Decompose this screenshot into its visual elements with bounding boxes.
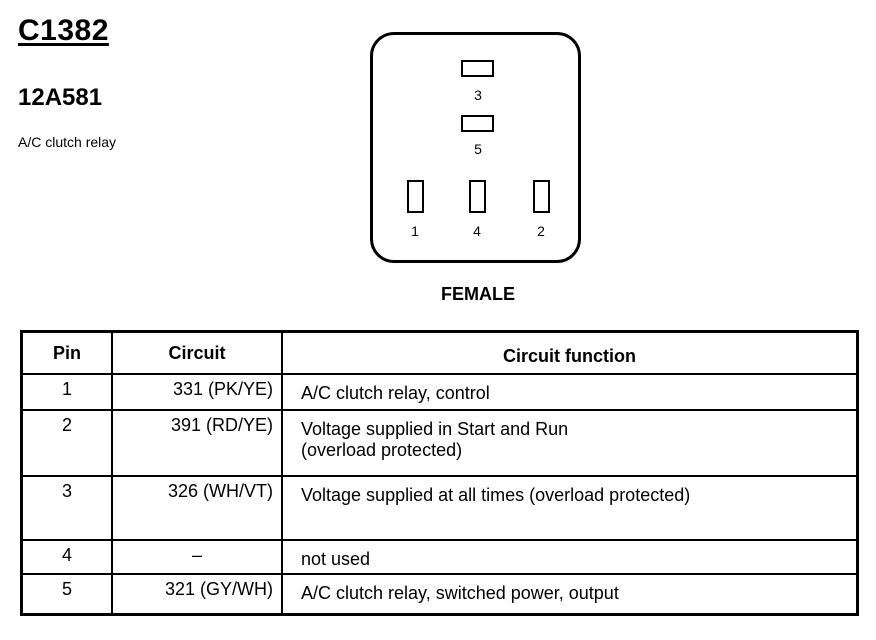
function-text: Voltage supplied at all times (overload …	[301, 485, 691, 505]
table-row: 3 326 (WH/VT) Voltage supplied at all ti…	[20, 475, 859, 541]
function-text: (overload protected)	[301, 440, 463, 460]
function-cell: Voltage supplied at all times (overload …	[281, 475, 859, 541]
function-cell: not used	[281, 539, 859, 575]
table-row: 4 – not used	[20, 539, 859, 575]
function-text: A/C clutch relay, control	[301, 383, 490, 403]
circuit-cell: 331 (PK/YE)	[111, 373, 283, 411]
pin-label-3: 3	[474, 87, 482, 103]
pin-label-5: 5	[474, 141, 482, 157]
pin-cell: 3	[20, 475, 113, 541]
gender-label: FEMALE	[441, 284, 515, 304]
pin-slot-4	[469, 180, 486, 213]
pin-cell: 2	[20, 409, 113, 477]
pin-label-4: 4	[473, 223, 481, 239]
column-header-pin: Pin	[20, 330, 113, 375]
column-header-function: Circuit function	[281, 330, 859, 375]
pinout-table: Pin Circuit Circuit function 1 331 (PK/Y…	[20, 330, 859, 616]
circuit-cell: 326 (WH/VT)	[111, 475, 283, 541]
table-header-row: Pin Circuit Circuit function	[20, 330, 859, 375]
pin-cell: 1	[20, 373, 113, 411]
circuit-cell: 391 (RD/YE)	[111, 409, 283, 477]
function-text: not used	[301, 549, 371, 569]
part-number: 12A581	[18, 84, 103, 111]
table-row: 5 321 (GY/WH) A/C clutch relay, switched…	[20, 573, 859, 615]
pin-slot-5	[461, 115, 494, 132]
connector-face-diagram: 3 5 1 4 2	[370, 32, 581, 263]
circuit-cell: 321 (GY/WH)	[111, 573, 283, 615]
pin-slot-2	[533, 180, 550, 213]
function-text: A/C clutch relay, switched power, output	[301, 583, 619, 603]
pin-cell: 5	[20, 573, 113, 615]
component-name: A/C clutch relay	[18, 134, 117, 150]
function-cell: Voltage supplied in Start and Run (overl…	[281, 409, 859, 477]
pin-cell: 4	[20, 539, 113, 575]
function-cell: A/C clutch relay, switched power, output	[281, 573, 859, 615]
function-cell: A/C clutch relay, control	[281, 373, 859, 411]
table-row: 1 331 (PK/YE) A/C clutch relay, control	[20, 373, 859, 411]
function-text: Voltage supplied in Start and Run	[301, 419, 569, 439]
pin-label-1: 1	[411, 223, 419, 239]
connector-id: C1382	[18, 14, 109, 47]
column-header-circuit: Circuit	[111, 330, 283, 375]
pin-label-2: 2	[537, 223, 545, 239]
pin-slot-3	[461, 60, 494, 77]
circuit-cell: –	[111, 539, 283, 575]
pin-slot-1	[407, 180, 424, 213]
table-row: 2 391 (RD/YE) Voltage supplied in Start …	[20, 409, 859, 477]
